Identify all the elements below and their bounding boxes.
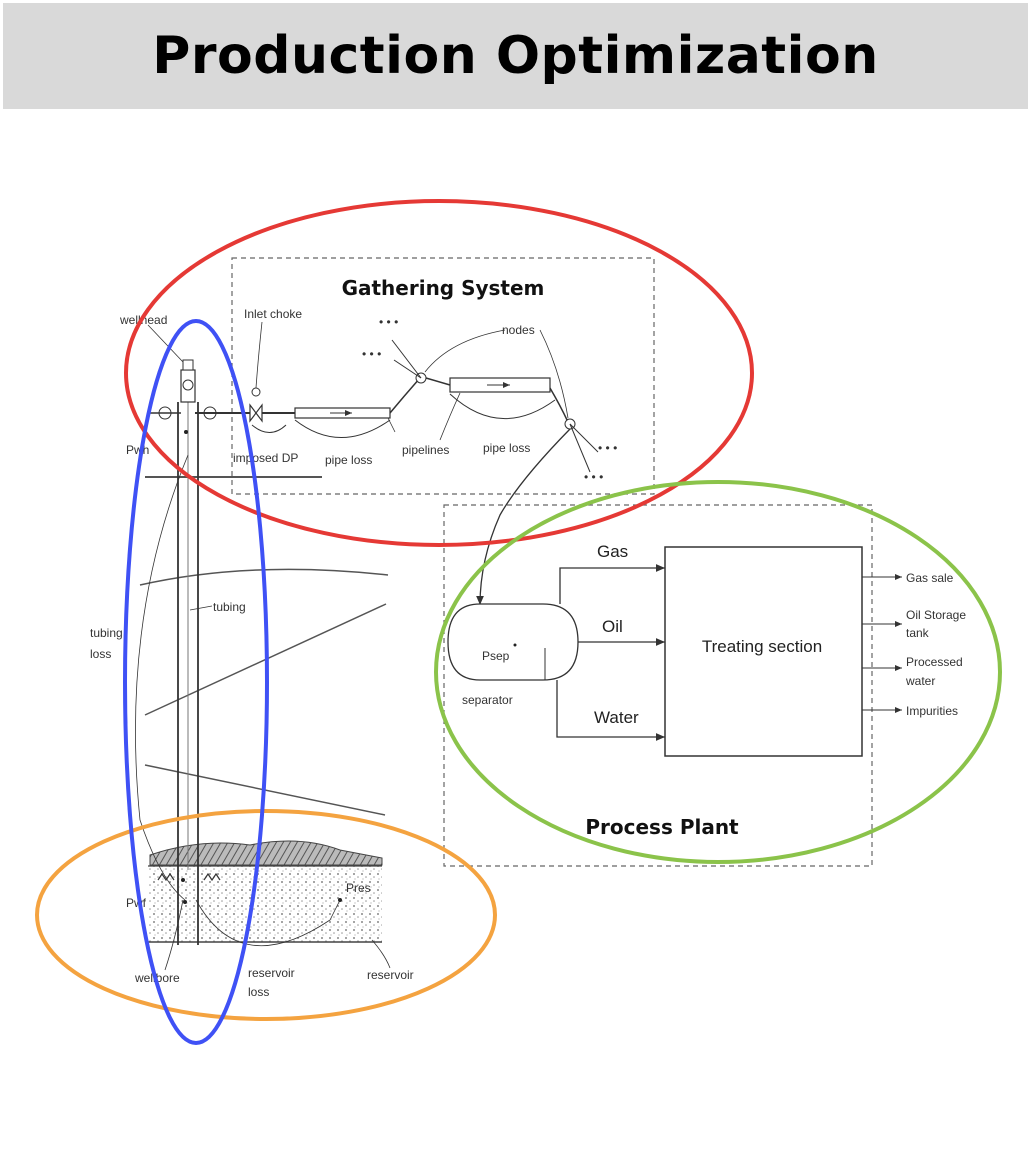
gas-sale-label: Gas sale	[906, 571, 954, 585]
leader-inlet-choke	[255, 321, 263, 389]
oil-storage-label-1: Oil Storage	[906, 608, 966, 622]
pwh-label: Pwh	[126, 443, 149, 457]
perforations-left	[157, 872, 175, 882]
gathering-system-label: Gathering System	[342, 276, 545, 300]
reservoir-loss-label-2: loss	[248, 985, 269, 999]
reservoir-label: reservoir	[367, 968, 414, 982]
leader-tubing	[189, 605, 213, 611]
gas-line	[559, 564, 665, 604]
wellbore-tubing-highlight	[123, 319, 269, 1045]
nodes-label: nodes	[502, 323, 535, 337]
leader-wellbore	[164, 899, 184, 971]
wellhead-valve-top	[182, 379, 194, 391]
separator-vessel	[447, 603, 579, 681]
dots-right-2: • • •	[584, 470, 603, 484]
leader-pipelines	[387, 417, 396, 433]
pipe-loss-arc-1	[294, 419, 391, 438]
pipe-loss-label-1: pipe loss	[325, 453, 372, 467]
treating-section-box	[664, 546, 863, 757]
pres-label: Pres	[346, 881, 371, 895]
water-label: Water	[594, 708, 639, 727]
dots-top-2: • • •	[362, 347, 381, 361]
processed-water-label-1: Processed	[906, 655, 963, 669]
pipeline-3-link	[549, 387, 569, 423]
perforations-right	[203, 872, 221, 882]
stratum-line	[139, 568, 389, 586]
oil-storage-label-2: tank	[906, 626, 930, 640]
leader-wellhead	[147, 324, 184, 363]
leader-nodes	[539, 329, 569, 419]
pwh-point	[184, 430, 188, 434]
node-1-branch	[391, 339, 422, 379]
leader-reservoir-loss	[195, 899, 341, 947]
dots-right-1: • • •	[598, 441, 617, 455]
reservoir-loss-label-1: reservoir	[248, 966, 295, 980]
imposed-dp-arc	[251, 424, 287, 433]
gas-label: Gas	[597, 542, 628, 561]
node-1-branch	[393, 359, 422, 379]
leader-reservoir	[371, 939, 391, 969]
gathering-system-highlight	[124, 199, 754, 547]
process-plant-highlight	[434, 480, 1002, 864]
line-to-separator	[476, 428, 571, 606]
pipeline-link	[389, 377, 421, 414]
processed-water-label-2: water	[905, 674, 935, 688]
water-line	[556, 680, 665, 741]
pipeline-2-link	[425, 377, 451, 386]
imposed-dp-label: imposed DP	[233, 451, 298, 465]
impurities-label: Impurities	[906, 704, 958, 718]
pwf-point-1	[181, 878, 185, 882]
page-title: Production Optimization	[152, 26, 879, 86]
separator-label: separator	[462, 693, 513, 707]
psep-point	[513, 643, 517, 647]
reservoir-highlight	[35, 809, 497, 1021]
pipe-loss-arc-2	[449, 393, 556, 419]
leader-tubing-loss	[135, 454, 189, 901]
inlet-choke-gauge	[251, 387, 261, 397]
inlet-choke-label: Inlet choke	[244, 307, 302, 321]
title-bar: Production Optimization	[3, 3, 1028, 109]
treating-section-label: Treating section	[702, 637, 822, 656]
tubing-loss-label-1: tubing	[90, 626, 123, 640]
reservoir-cap-rock	[149, 840, 383, 866]
pwf-point-2	[183, 900, 187, 904]
node-2-branch	[569, 423, 591, 473]
dots-top-1: • • •	[379, 315, 398, 329]
psep-label: Psep	[482, 649, 510, 663]
tubing-label: tubing	[213, 600, 246, 614]
node-2-branch	[569, 423, 599, 453]
wellhead-cap	[182, 359, 194, 371]
pipe-loss-label-2: pipe loss	[483, 441, 530, 455]
pipelines-label: pipelines	[402, 443, 449, 457]
leader-pipelines	[439, 392, 461, 441]
tubing-loss-label-2: loss	[90, 647, 111, 661]
pwf-label: Pwf	[126, 896, 147, 910]
pres-point	[338, 898, 342, 902]
oil-label: Oil	[602, 617, 623, 636]
inlet-choke-symbol	[249, 403, 263, 423]
reservoir-rock	[148, 866, 382, 942]
process-plant-label: Process Plant	[585, 815, 739, 839]
leader-nodes	[424, 329, 506, 373]
process-plant-box	[443, 504, 873, 867]
